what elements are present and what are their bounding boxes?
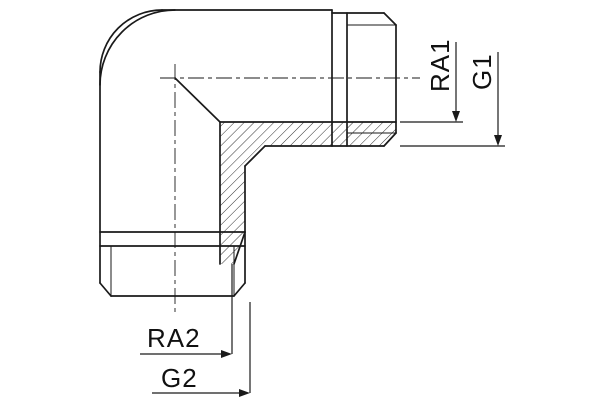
label-ra2: RA2: [147, 323, 201, 353]
label-ra1: RA1: [425, 38, 455, 92]
right-chamfer-top: [383, 12, 397, 26]
fitting-outline: [99, 9, 397, 297]
arrowhead-g2: [239, 389, 250, 397]
dimension-leaders: [140, 42, 505, 394]
dimension-labels: RA1 G1 RA2 G2: [147, 38, 497, 393]
bottom-thread-runout-line: [233, 231, 246, 265]
bottom-chamfer-left: [99, 282, 112, 297]
outer-corner-arc: [99, 9, 163, 73]
arrowhead-g1: [494, 135, 502, 146]
section-hatching: [220, 122, 396, 264]
thread-root-lines: [110, 24, 397, 297]
outer-corner-chamfer: [244, 145, 266, 167]
hatched-wall-l-section: [220, 122, 396, 232]
inner-corner-arc: [99, 9, 176, 86]
hatched-thread-runout: [220, 232, 245, 264]
bottom-chamfer-right: [233, 282, 246, 297]
right-chamfer-bottom: [383, 132, 397, 147]
arrowhead-ra2: [221, 350, 232, 358]
arrowhead-ra1: [452, 111, 460, 122]
label-g2: G2: [161, 363, 198, 393]
centerlines: [160, 64, 420, 314]
bore-miter-line: [174, 77, 221, 123]
dimension-arrowheads: [221, 111, 502, 397]
label-g1: G1: [467, 53, 497, 90]
